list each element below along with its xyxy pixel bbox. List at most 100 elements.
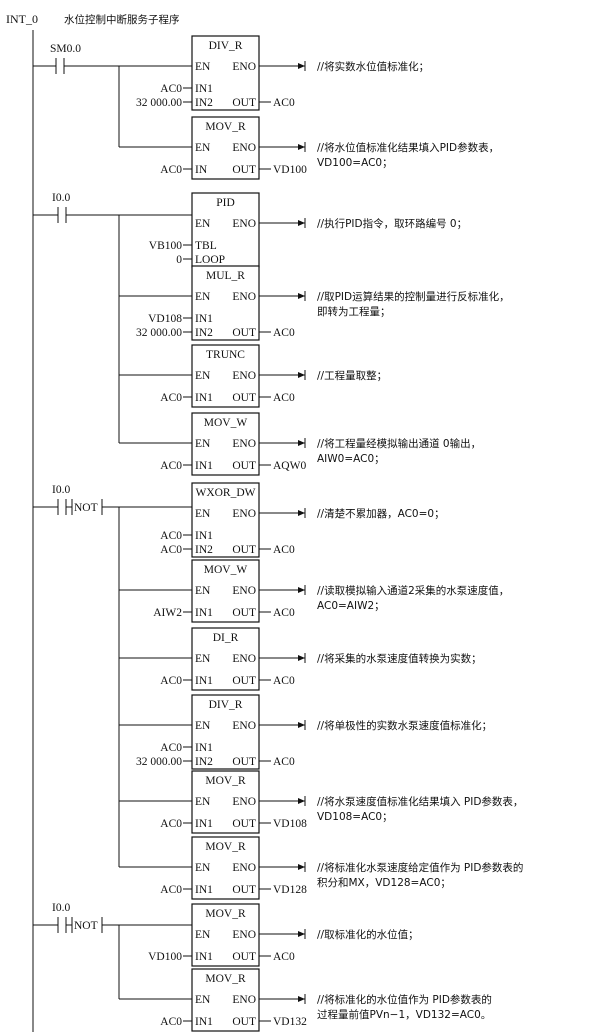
function-block: DIV_R EN ENO AC0 IN1 32 000.00 IN2 OUT AC0 //将单极性… <box>119 694 492 770</box>
block-box <box>191 192 260 268</box>
input-pin: IN1 <box>195 675 213 687</box>
output-pin: OUT <box>232 392 256 404</box>
en-pin: EN <box>195 929 211 941</box>
arrow-head <box>298 220 305 226</box>
output-operand: AC0 <box>273 756 295 768</box>
arrow-head <box>298 510 305 516</box>
block-box <box>191 559 260 623</box>
block-comment: //将水泵速度值标准化结果填入 PID参数表， <box>317 795 523 808</box>
not-label: NOT <box>74 920 98 932</box>
input-operand: 32 000.00 <box>136 756 182 768</box>
eno-pin: ENO <box>232 720 256 732</box>
en-pin: EN <box>195 653 211 665</box>
eno-pin: ENO <box>232 61 256 73</box>
output-pin: OUT <box>232 818 256 830</box>
output-operand: AC0 <box>273 327 295 339</box>
input-pin: IN1 <box>195 742 213 754</box>
eno-pin: ENO <box>232 929 256 941</box>
output-pin: OUT <box>232 327 256 339</box>
input-pin: IN1 <box>195 530 213 542</box>
input-operand: AC0 <box>160 83 182 95</box>
block-comment: 即转为工程量； <box>317 305 391 318</box>
block-name: MOV_R <box>205 121 246 133</box>
input-pin: IN1 <box>195 460 213 472</box>
block-name: MOV_R <box>205 973 246 985</box>
block-comment: VD100=AC0； <box>317 157 393 169</box>
block-comment: //将标准化水泵速度给定值作为 PID参数表的 <box>317 861 523 874</box>
en-pin: EN <box>195 142 211 154</box>
input-operand: AC0 <box>160 884 182 896</box>
en-pin: EN <box>195 720 211 732</box>
input-pin: IN1 <box>195 607 213 619</box>
block-name: MOV_W <box>204 417 248 429</box>
input-pin: IN2 <box>195 327 213 339</box>
block-box <box>191 694 260 770</box>
eno-pin: ENO <box>232 218 256 230</box>
block-name: TRUNC <box>206 349 245 361</box>
arrow-head <box>298 864 305 870</box>
input-pin: IN1 <box>195 392 213 404</box>
output-pin: OUT <box>232 951 256 963</box>
output-operand: VD128 <box>273 884 307 896</box>
output-pin: OUT <box>232 460 256 472</box>
en-pin: EN <box>195 61 211 73</box>
output-pin: OUT <box>232 1016 256 1028</box>
block-name: DI_R <box>213 632 239 644</box>
eno-pin: ENO <box>232 585 256 597</box>
block-box <box>191 35 260 111</box>
block-name: MOV_R <box>205 775 246 787</box>
arrow-head <box>298 655 305 661</box>
input-operand: VD100 <box>148 951 182 963</box>
output-operand: AQW0 <box>273 460 306 472</box>
input-operand: AC0 <box>160 164 182 176</box>
not-label: NOT <box>74 502 98 514</box>
eno-pin: ENO <box>232 291 256 303</box>
output-pin: OUT <box>232 164 256 176</box>
input-operand: VB100 <box>149 240 182 252</box>
block-comment: //读取模拟输入通道2采集的水泵速度值， <box>317 584 509 597</box>
block-comment: //将水位值标准化结果填入PID参数表， <box>317 141 499 154</box>
output-operand: AC0 <box>273 675 295 687</box>
block-name: MOV_R <box>205 908 246 920</box>
eno-pin: ENO <box>232 370 256 382</box>
arrow-head <box>298 587 305 593</box>
output-pin: OUT <box>232 756 256 768</box>
block-comment: VD108=AC0； <box>317 811 393 823</box>
en-pin: EN <box>195 508 211 520</box>
block-comment: AIW0=AC0； <box>317 453 385 465</box>
block-box <box>191 344 260 408</box>
input-operand: VD108 <box>148 313 182 325</box>
input-pin: IN1 <box>195 951 213 963</box>
block-box <box>191 412 260 476</box>
output-pin: OUT <box>232 607 256 619</box>
block-comment: //将单极性的实数水泵速度值标准化； <box>317 719 492 732</box>
block-box <box>191 836 260 900</box>
routine-title: 水位控制中断服务子程序 <box>64 13 180 26</box>
block-comment: //将采集的水泵速度值转换为实数； <box>317 652 482 665</box>
input-pin: IN2 <box>195 756 213 768</box>
block-comment: AC0=AIW2； <box>317 600 385 612</box>
block-comment: 积分和MX，VD128=AC0； <box>317 877 451 889</box>
block-name: DIV_R <box>209 699 243 711</box>
input-operand: AC0 <box>160 544 182 556</box>
eno-pin: ENO <box>232 653 256 665</box>
block-name: MOV_R <box>205 841 246 853</box>
block-box <box>191 968 260 1032</box>
block-comment: //将实数水位值标准化； <box>317 60 429 73</box>
input-operand: AC0 <box>160 742 182 754</box>
input-operand: AC0 <box>160 530 182 542</box>
input-pin: IN2 <box>195 97 213 109</box>
eno-pin: ENO <box>232 438 256 450</box>
input-operand: AC0 <box>160 460 182 472</box>
eno-pin: ENO <box>232 142 256 154</box>
arrow-head <box>298 293 305 299</box>
